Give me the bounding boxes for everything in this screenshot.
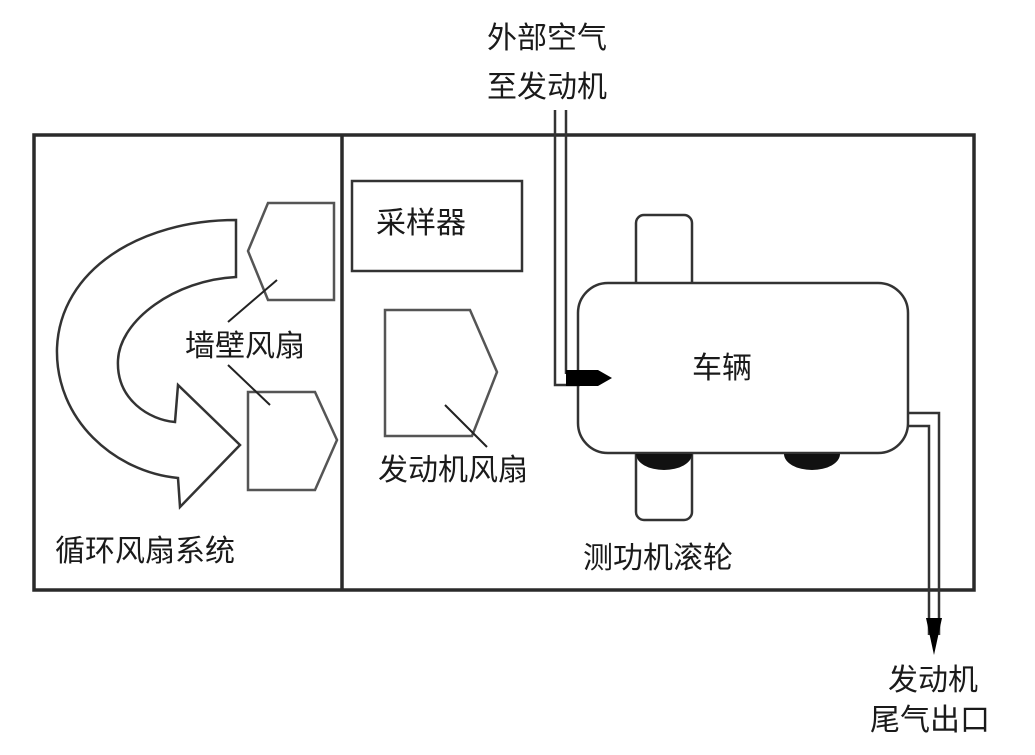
wall-fan-upper — [246, 201, 336, 302]
wall-fan-leader-upper — [227, 279, 278, 323]
exhaust-arrow-icon — [926, 618, 942, 655]
wall-fan-leader-lower — [227, 364, 271, 406]
exhaust-pipe-inner — [908, 424, 931, 635]
wall-fan-lower — [246, 390, 339, 492]
chamber-outline — [32, 133, 976, 592]
wall-fans-label: 墙壁风扇 — [185, 329, 305, 364]
wheel-rear-icon — [784, 454, 840, 470]
wheel-front-icon — [636, 454, 692, 470]
engine-fan-label: 发动机风扇 — [378, 453, 528, 488]
vehicle-label: 车辆 — [692, 351, 752, 386]
exhaust-pipe-outer — [908, 411, 941, 635]
outside-air-label-line2: 至发动机 — [487, 70, 607, 105]
intake-arrow-icon — [566, 370, 612, 386]
engine-fan — [383, 308, 499, 438]
circulation-system-label: 循环风扇系统 — [55, 534, 235, 569]
outside-air-label-line1: 外部空气 — [487, 21, 607, 56]
sampler-label: 采样器 — [376, 206, 466, 241]
exhaust-label-line1: 发动机 — [888, 663, 978, 698]
circulation-arrow-icon — [55, 218, 242, 510]
dyno-rollers-label: 测功机滚轮 — [583, 541, 733, 576]
vehicle-body — [576, 281, 910, 455]
intake-pipe-outer — [553, 110, 580, 387]
sampler-box — [350, 179, 524, 273]
exhaust-label-line2: 尾气出口 — [870, 703, 990, 738]
engine-fan-leader — [444, 404, 488, 448]
